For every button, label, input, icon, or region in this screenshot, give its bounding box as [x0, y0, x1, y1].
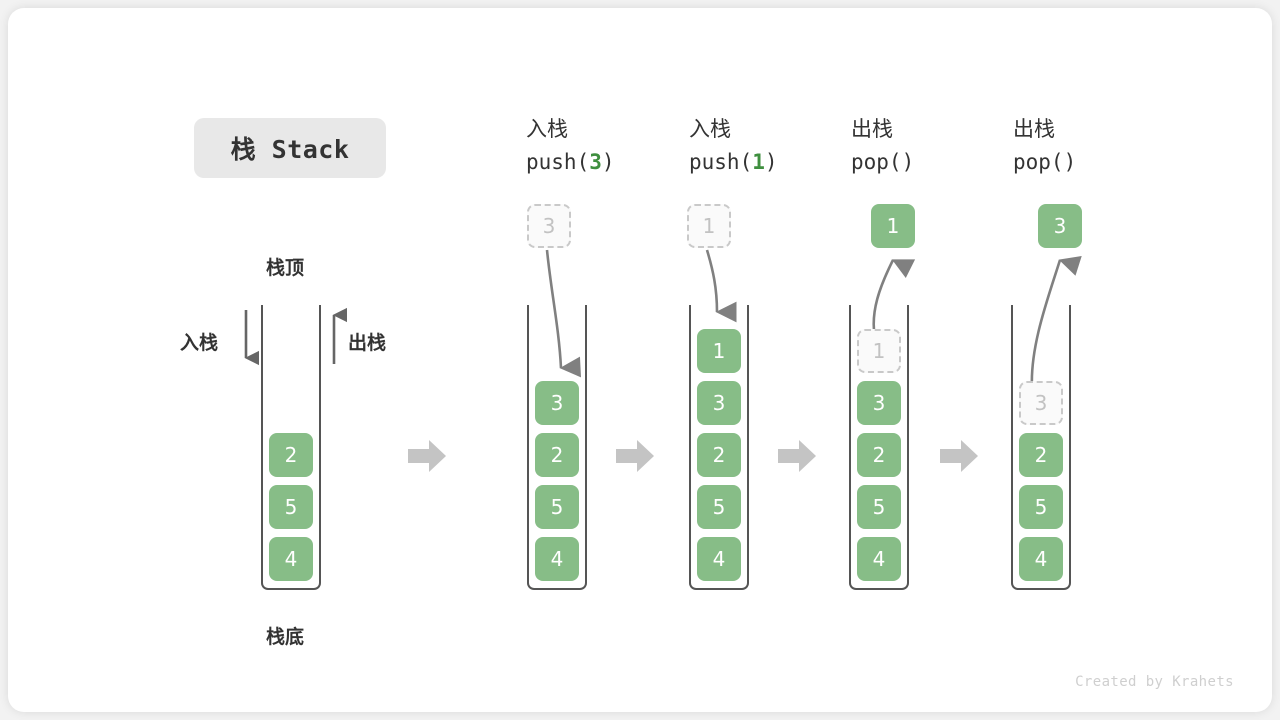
stack-cell: 5: [535, 485, 579, 529]
stack-cell: 4: [697, 537, 741, 581]
stack-cell: 5: [697, 485, 741, 529]
stack-container-pop-1: [849, 305, 909, 590]
pop-side-label: 出栈: [348, 332, 387, 354]
header-line-cn: 出栈: [1013, 117, 1055, 141]
stack-cell: 2: [857, 433, 901, 477]
popped-value-cell: 1: [871, 204, 915, 248]
floating-ghost-cell: 1: [687, 204, 731, 248]
stack-container-pop-2: [1011, 305, 1071, 590]
header-code-prefix: pop(: [851, 149, 902, 174]
stack-cell: 3: [697, 381, 741, 425]
stack-cell: 5: [857, 485, 901, 529]
column-header-pop-2: 出栈 pop(): [1013, 113, 1076, 178]
credit-text: Created by Krahets: [1075, 674, 1234, 690]
header-code-suffix: ): [901, 149, 915, 174]
stack-cell: 4: [269, 537, 313, 581]
stack-cell: 3: [535, 381, 579, 425]
popped-value-cell: 3: [1038, 204, 1082, 248]
header-line-cn: 入栈: [526, 117, 568, 141]
stack-cell: 1: [697, 329, 741, 373]
stack-cell: 2: [1019, 433, 1063, 477]
header-line-code: push(1): [689, 146, 778, 179]
stack-container-push-3: [527, 305, 587, 590]
header-line-code: pop(): [851, 146, 914, 179]
header-code-suffix: ): [1063, 149, 1077, 174]
column-header-pop-1: 出栈 pop(): [851, 113, 914, 178]
stack-cell: 2: [535, 433, 579, 477]
header-line-code: push(3): [526, 146, 615, 179]
flow-arrow-icon: [940, 440, 978, 472]
header-code-suffix: ): [764, 149, 778, 174]
push-direction-arrow: [244, 310, 259, 369]
pop-direction-arrow: [332, 306, 347, 364]
column-header-push-3: 入栈 push(3): [526, 113, 615, 178]
stack-cell: 2: [697, 433, 741, 477]
flow-arrow-icon: [408, 440, 446, 472]
stack-cell: 5: [1019, 485, 1063, 529]
stack-container-push-1: [689, 305, 749, 590]
header-line-code: pop(): [1013, 146, 1076, 179]
stack-cell: 5: [269, 485, 313, 529]
figure-card: 栈 Stack 栈顶 入栈 出栈 2 5 4 栈: [8, 8, 1272, 712]
stack-bottom-label: 栈底: [266, 626, 305, 648]
header-line-cn: 入栈: [689, 117, 731, 141]
push-side-label: 入栈: [180, 332, 219, 354]
header-code-prefix: push(: [689, 149, 753, 174]
column-header-push-1: 入栈 push(1): [689, 113, 778, 178]
floating-ghost-cell: 3: [527, 204, 571, 248]
header-line-cn: 出栈: [851, 117, 893, 141]
stack-cell: 2: [269, 433, 313, 477]
header-code-prefix: pop(: [1013, 149, 1064, 174]
header-code-arg: 1: [752, 149, 765, 174]
stack-container-initial: [261, 305, 321, 590]
stack-cell: 4: [535, 537, 579, 581]
header-code-prefix: push(: [526, 149, 590, 174]
ghost-popped-cell: 1: [857, 329, 901, 373]
flow-arrow-icon: [778, 440, 816, 472]
stack-cell: 3: [857, 381, 901, 425]
flow-arrow-icon: [616, 440, 654, 472]
ghost-popped-cell: 3: [1019, 381, 1063, 425]
header-code-arg: 3: [589, 149, 602, 174]
stack-top-label: 栈顶: [266, 257, 305, 279]
header-code-suffix: ): [601, 149, 615, 174]
figure-title: 栈 Stack: [194, 118, 386, 178]
stack-cell: 4: [857, 537, 901, 581]
stack-cell: 4: [1019, 537, 1063, 581]
